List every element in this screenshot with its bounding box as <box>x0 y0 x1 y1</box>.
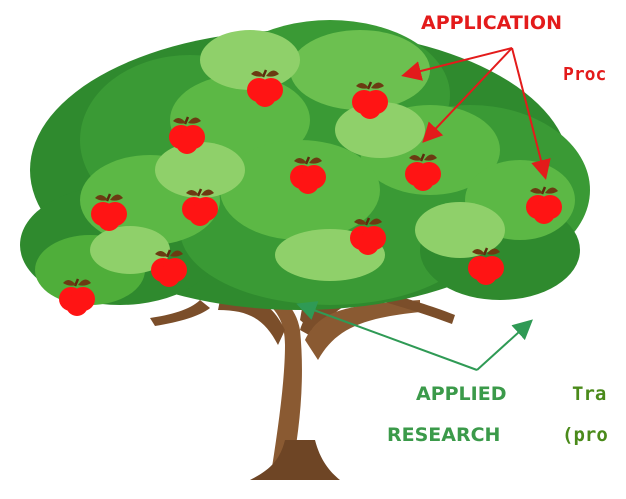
arrow-icon <box>401 47 513 81</box>
arrow-icon <box>422 47 513 143</box>
produce-label: Proc <box>563 64 607 85</box>
parenthetical-label: (pro <box>562 424 608 446</box>
applied-research-arrows <box>296 301 533 371</box>
application-arrows <box>401 47 551 180</box>
arrow-icon <box>476 319 533 371</box>
arrow-icon <box>511 47 551 180</box>
applied-label: APPLIED <box>416 383 507 405</box>
application-label: APPLICATION <box>421 12 562 34</box>
canopy <box>20 20 590 310</box>
translational-label: Tra <box>572 383 607 405</box>
arrow-icon <box>296 301 478 371</box>
research-label: RESEARCH <box>387 424 501 446</box>
